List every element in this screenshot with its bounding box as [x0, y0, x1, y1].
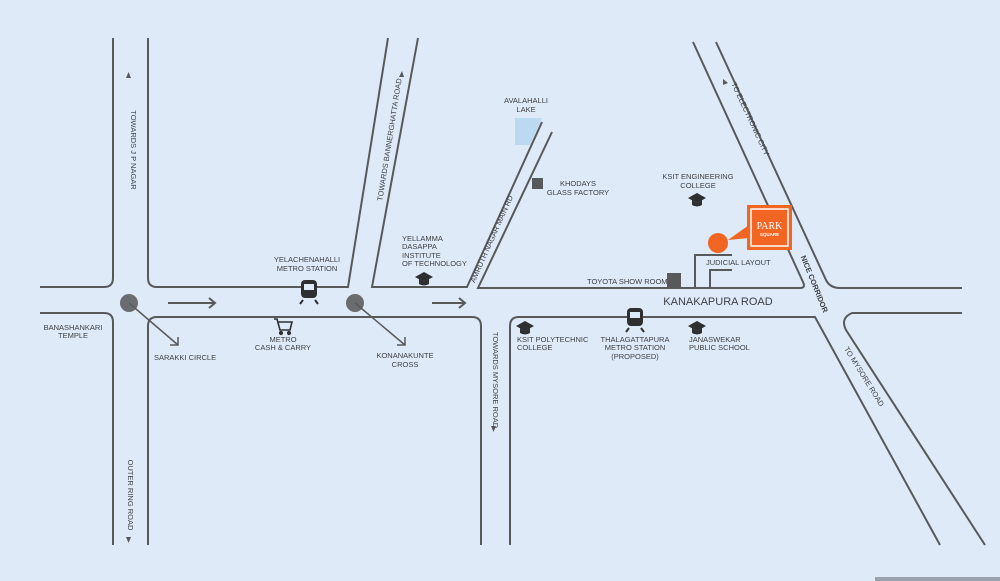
toyota-building-icon — [667, 273, 681, 287]
label-yelachenahalli-metro: YELACHENAHALLI — [274, 255, 340, 264]
road-edge — [370, 37, 543, 288]
project-location-dot — [708, 233, 728, 253]
graduation-cap-icon — [415, 272, 433, 286]
label-khodays: GLASS FACTORY — [547, 188, 609, 197]
label-thalagattapura-metro: METRO STATION — [605, 343, 666, 352]
label-thalagattapura-metro: THALAGATTAPURA — [601, 335, 670, 344]
road-edge — [715, 41, 962, 289]
graduation-cap-icon — [688, 193, 706, 207]
metro-train-icon — [625, 308, 645, 333]
label-sarakki-circle: SARAKKI CIRCLE — [154, 353, 216, 362]
road-edge — [509, 316, 941, 546]
arrow-right-icon — [432, 297, 467, 309]
khodays-building-icon — [532, 178, 543, 189]
park-square-marker: PARK SQUARE — [708, 205, 792, 253]
park-square-logo-subtext: SQUARE — [760, 232, 779, 237]
label-khodays: KHODAYS — [560, 179, 596, 188]
road-edge — [476, 41, 805, 289]
label-avalahalli-lake: LAKE — [516, 105, 535, 114]
road-edge — [147, 316, 482, 545]
label-janaswekar-school: PUBLIC SCHOOL — [689, 343, 750, 352]
label-avalahalli-lake: AVALAHALLI — [504, 96, 548, 105]
label-toyota-show-room: TOYOTA SHOW ROOM — [587, 277, 668, 286]
label-janaswekar-school: JANASWEKAR — [689, 335, 741, 344]
label-ksit-engineering: KSIT ENGINEERING — [662, 172, 733, 181]
road-edge — [40, 38, 114, 288]
label-banashankari-temple: BANASHANKARI — [44, 323, 103, 332]
label-konanakunte-cross: KONANAKUNTE — [376, 351, 433, 360]
label-ksit-polytechnic: COLLEGE — [517, 343, 552, 352]
triangle-up-icon — [723, 79, 728, 85]
triangle-up-icon — [399, 71, 404, 77]
label-to-electronic-city: TO ELECTRONIC CITY — [729, 81, 771, 157]
label-yellamma-institute: INSTITUTE — [402, 251, 441, 260]
leader-line — [354, 302, 406, 346]
park-square-logo-text: PARK — [757, 221, 784, 232]
label-metro-cash-carry: METRO — [269, 335, 296, 344]
label-yellamma-institute: YELLAMMA — [402, 234, 443, 243]
label-ksit-engineering: COLLEGE — [680, 181, 715, 190]
graduation-cap-icon — [516, 321, 534, 335]
shopping-cart-icon — [274, 318, 294, 336]
label-metro-cash-carry: CASH & CARRY — [255, 343, 311, 352]
road-edge — [147, 37, 389, 288]
road-edge — [40, 312, 114, 545]
label-yelachenahalli-metro: METRO STATION — [277, 264, 338, 273]
leader-line — [128, 302, 179, 346]
metro-train-icon — [299, 280, 319, 305]
label-amruth-nagar-main-rd: AMRUTH NAGAR MAIN RD — [468, 193, 515, 284]
direction-arrows — [168, 297, 467, 309]
label-banashankari-temple: TEMPLE — [58, 331, 88, 340]
label-yellamma-institute: DASAPPA — [402, 242, 437, 251]
bottom-edge-bar — [875, 577, 1000, 581]
judicial-layout-lane — [709, 269, 732, 288]
arrow-right-icon — [168, 297, 217, 309]
triangle-down-icon — [491, 426, 496, 432]
label-judicial-layout: JUDICIAL LAYOUT — [706, 258, 771, 267]
road-edge — [843, 312, 986, 546]
label-towards-jp-nagar: TOWARDS J P NAGAR — [129, 110, 138, 190]
label-outer-ring-road: OUTER RING ROAD — [126, 460, 135, 531]
triangle-down-icon — [126, 537, 131, 543]
roads — [40, 37, 986, 546]
label-ksit-polytechnic: KSIT POLYTECHNIC — [517, 335, 589, 344]
label-towards-mysore-road: TOWARDS MYSORE ROAD — [491, 332, 500, 429]
label-yellamma-institute: OF TECHNOLOGY — [402, 259, 467, 268]
label-konanakunte-cross: CROSS — [392, 360, 419, 369]
label-kanakapura-road: KANAKAPURA ROAD — [663, 296, 772, 308]
graduation-cap-icon — [688, 321, 706, 335]
label-thalagattapura-metro: (PROPOSED) — [611, 352, 659, 361]
avalahalli-lake — [515, 118, 542, 145]
judicial-layout-lane — [694, 254, 732, 288]
triangle-up-icon — [126, 72, 131, 78]
